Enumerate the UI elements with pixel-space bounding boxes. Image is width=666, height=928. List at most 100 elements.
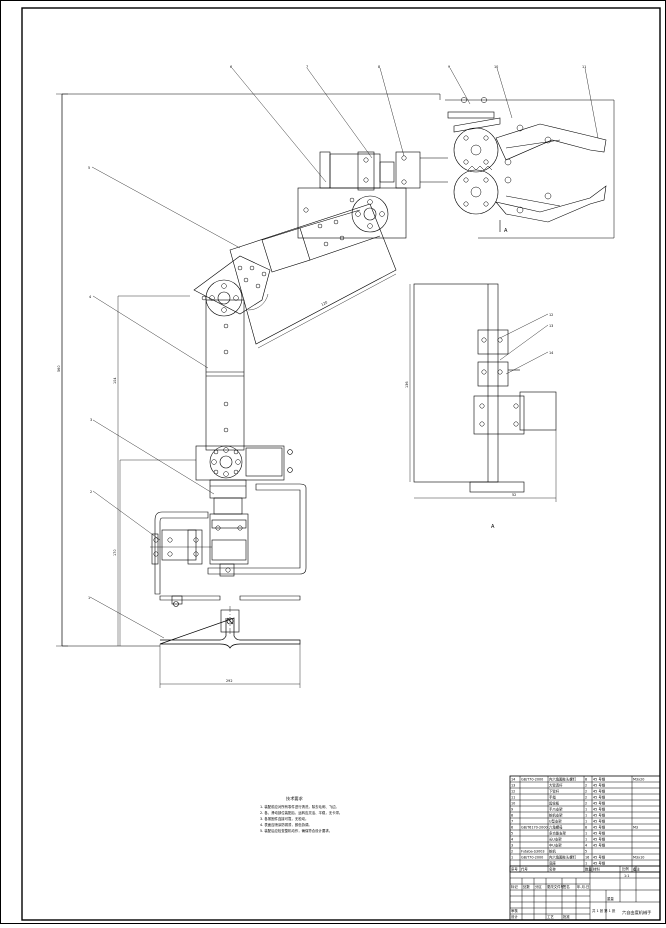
tb-ratio: 比例 [622,866,629,871]
parts-list-cell-name: U型支架 [549,818,562,823]
parts-list-header-name: 名称 [549,866,556,871]
parts-list-cell-name: 内六角圆柱头螺钉 [549,854,577,859]
servo-bracket [150,483,307,607]
elbow-joint [193,255,271,317]
main-view [56,67,615,688]
parts-list-header-qty: 数量 [585,866,592,871]
parts-list-cell-qty: 4 [585,843,587,847]
parts-list-cell-material: 45 号钢 [593,812,606,817]
parts-list-cell-qty: 1 [585,807,587,811]
parts-list-cell-name: 下臂杆 [549,788,560,793]
balloon-2: 2 [90,490,92,494]
tb-scale: 1:1 [624,874,629,878]
parts-list-cell-material: 45 号钢 [593,842,606,847]
long-u-bracket [205,299,245,451]
gripper [447,97,607,223]
parts-list-cell-no: 4 [511,837,513,841]
parts-list-cell-qty: 5 [585,849,587,853]
balloon-4: 4 [89,295,91,299]
dim-section-width: 52 [512,493,516,497]
parts-list-cell-no: 7 [511,819,513,823]
note-line-2: 2. 各、滑动部位装配后，运转应灵活、平稳，无卡滞。 [260,810,342,815]
dim-lower-height: 170 [113,550,117,556]
balloon-10: 10 [494,65,498,69]
parts-list-cell-name: 舵机支架 [549,812,563,817]
note-line-5: 5. 装配后应检查整机动作，确保符合设计要求。 [260,828,332,833]
parts-list-cell-qty: 1 [585,861,587,865]
balloon-5: 5 [88,166,90,170]
tb-weight: 重量 [607,896,614,901]
parts-list-cell-note: M3 [633,825,638,829]
parts-list-cell-code: Futaba-S3003 [521,849,545,853]
parts-list-cell-no: 12 [511,789,515,793]
parts-list-cell-qty: 2 [585,795,587,799]
tb-label-zone: 分区 [535,884,542,889]
section-view-a [413,283,557,493]
parts-list-cell-name: 齿轮板 [549,800,560,805]
parts-list-cell-no: 3 [511,843,513,847]
parts-list-cell-no: 13 [511,783,515,787]
dim-mid-height: 104 [113,378,117,384]
wrist-u-bracket [319,151,448,191]
parts-list-cell-note: M3x10 [633,855,644,859]
balloon-11: 11 [582,65,586,69]
tb-drawing-name: 六自由度机械手 [622,909,651,916]
parts-list-cell-qty: 1 [585,831,587,835]
parts-list-cell-material: 45 号钢 [593,794,606,799]
wrist-joint [297,187,407,239]
balloon-14: 14 [549,351,553,355]
parts-list-cell-qty: 2 [585,783,587,787]
tb-sheet: 共 1 张 第 1 张 [592,908,616,913]
upper-arm [229,203,397,345]
tb-label-design: 设计 [511,914,518,919]
parts-list-cell-qty: 1 [585,837,587,841]
parts-list-cell-material: 45 号钢 [593,854,606,859]
inner-frame [21,7,661,921]
parts-list-cell-qty: 1 [585,819,587,823]
tb-label-mark: 标记 [511,884,518,889]
parts-list-cell-name: 大臂连杆 [549,782,563,787]
parts-list-cell-no: 2 [511,849,513,853]
parts-list-cell-name: 内六角圆柱头螺钉 [549,776,577,781]
balloon-13: 13 [549,324,553,328]
note-line-4: 4. 表面应喷涂防锈漆，颜色协调。 [260,822,312,827]
parts-list-cell-material: 45 号钢 [593,824,606,829]
parts-list-cell-no: 10 [511,801,515,805]
balloon-8: 8 [378,65,380,69]
parts-list-cell-material: 45 号钢 [593,776,606,781]
parts-list-cell-qty: 2 [585,801,587,805]
parts-list-cell-no: 1 [511,855,513,859]
parts-list-cell-name: 中U支架 [549,842,562,847]
title-block-text: 设计 审核 工艺 标记 处数 分区 更改文件号 签名 年.月.日 批准 重量 比… [511,866,651,919]
parts-list-cell-qty: 16 [585,855,589,859]
parts-list-cell-no: 11 [511,795,515,799]
parts-list-cell-no: 6 [511,825,513,829]
parts-list-cell-material: 45 号钢 [593,806,606,811]
base-plate [159,595,301,649]
parts-list-header-note: 备注 [633,866,640,871]
parts-list-cell-name: 长U支架 [549,836,562,841]
tb-label-approve: 批准 [563,914,570,919]
notes-title: 技术要求 [286,795,304,802]
parts-list-cell-qty: 2 [585,789,587,793]
parts-list-cell-qty: 1 [585,813,587,817]
tb-label-date: 年.月.日 [577,884,589,889]
parts-list-cell-qty: 8 [585,825,587,829]
balloon-6: 6 [230,65,232,69]
view-label: A [491,524,495,530]
technical-notes: 技术要求 1. 装配前应对所有零件进行清洗，除去毛刺、飞边。 2. 各、滑动部位… [260,795,342,833]
balloon-7: 7 [306,65,308,69]
balloon-9: 9 [448,65,450,69]
parts-list-cell-code: GB/T70-2000 [521,777,543,781]
parts-list-cell-material: 45 号钢 [593,800,606,805]
note-line-1: 1. 装配前应对所有零件进行清洗，除去毛刺、飞边。 [260,804,339,809]
tb-label-sign: 签名 [563,884,570,889]
parts-list-header-code: 代号 [521,866,528,871]
leader-lines [89,67,599,639]
parts-list-header-no: 序号 [511,866,518,871]
parts-list-cell-name: 多功能支架 [549,830,567,835]
